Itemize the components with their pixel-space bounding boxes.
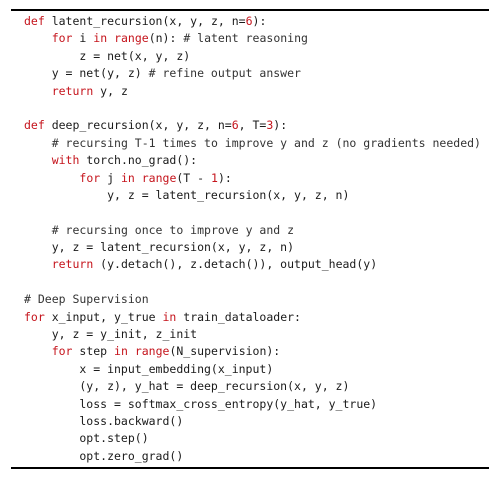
code-token: torch.no_grad(): xyxy=(79,153,198,168)
code-token: ): xyxy=(273,118,288,133)
code-token xyxy=(24,344,52,358)
code-line xyxy=(24,274,481,291)
code-number: 3 xyxy=(266,118,274,133)
code-token: (T - xyxy=(176,170,211,185)
code-keyword: in xyxy=(114,344,128,359)
code-number: 1 xyxy=(211,170,218,185)
code-token: y = net(y, z) xyxy=(24,66,149,81)
code-token: z = net(x, y, z) xyxy=(24,48,191,63)
code-line: def deep_recursion(x, y, z, n=6, T=3): xyxy=(24,117,481,134)
code-line: loss.backward() xyxy=(24,413,481,430)
code-token: opt.zero_grad() xyxy=(24,448,184,463)
code-number: 6 xyxy=(231,118,239,133)
code-builtin: range xyxy=(141,170,177,185)
code-token: x_input, y_true xyxy=(44,309,163,324)
code-token xyxy=(135,171,142,185)
code-token: (y.detach(), z.detach()), output_head(y) xyxy=(93,257,378,272)
code-line: for x_input, y_true in train_dataloader: xyxy=(24,309,481,326)
code-token xyxy=(24,84,52,98)
code-line: for i in range(n): # latent reasoning xyxy=(24,30,481,47)
code-keyword: for xyxy=(79,170,101,185)
code-keyword: in xyxy=(93,31,108,46)
code-line: for j in range(T - 1): xyxy=(24,170,481,187)
code-token: x = input_embedding(x_input) xyxy=(24,361,274,376)
code-keyword: for xyxy=(24,309,45,324)
code-token: (y, z), y_hat = deep_recursion(x, y, z) xyxy=(24,379,350,394)
code-token: ): xyxy=(217,170,232,185)
code-comment: # refine output answer xyxy=(148,66,301,81)
code-token: deep_recursion(x, y, z, n= xyxy=(44,118,232,133)
code-token: step xyxy=(72,344,115,359)
code-token xyxy=(128,344,135,358)
code-keyword: in xyxy=(162,309,177,324)
code-token: y, z xyxy=(93,83,128,98)
code-token: opt.step() xyxy=(24,431,149,446)
code-line: y, z = latent_recursion(x, y, z, n) xyxy=(24,187,481,204)
code-keyword: in xyxy=(120,170,135,185)
code-line: y = net(y, z) # refine output answer xyxy=(24,65,481,82)
code-token: latent_recursion(x, y, z, n= xyxy=(44,14,246,28)
code-token: loss.backward() xyxy=(24,413,184,428)
code-line: x = input_embedding(x_input) xyxy=(24,361,481,378)
code-line: # recursing once to improve y and z xyxy=(24,222,481,239)
code-token: y, z = latent_recursion(x, y, z, n) xyxy=(24,240,295,255)
code-token: y, z = latent_recursion(x, y, z, n) xyxy=(24,187,350,202)
code-line: return (y.detach(), z.detach()), output_… xyxy=(24,256,481,273)
code-keyword: def xyxy=(24,14,45,28)
code-keyword: return xyxy=(51,83,94,98)
code-line: y, z = y_init, z_init xyxy=(24,326,481,343)
code-line xyxy=(24,204,481,221)
bottom-rule xyxy=(11,467,489,469)
top-rule xyxy=(11,9,489,11)
code-line: opt.step() xyxy=(24,430,481,447)
code-line: z = net(x, y, z) xyxy=(24,48,481,65)
code-line: with torch.no_grad(): xyxy=(24,152,481,169)
code-keyword: with xyxy=(51,153,80,168)
code-builtin: range xyxy=(134,344,170,359)
code-line: def latent_recursion(x, y, z, n=6): xyxy=(24,13,481,30)
code-line: (y, z), y_hat = deep_recursion(x, y, z) xyxy=(24,378,481,395)
code-token xyxy=(24,153,52,167)
code-token: i xyxy=(72,31,94,46)
code-keyword: for xyxy=(51,344,73,359)
code-token: loss = softmax_cross_entropy(y_hat, y_tr… xyxy=(24,396,378,411)
code-keyword: def xyxy=(24,118,45,133)
code-comment: # recursing T-1 times to improve y and z… xyxy=(51,135,481,150)
code-comment: # Deep Supervision xyxy=(24,292,149,307)
code-keyword: for xyxy=(51,31,73,46)
code-token: , T= xyxy=(238,118,267,133)
code-builtin: range xyxy=(114,31,149,46)
code-line: return y, z xyxy=(24,83,481,100)
code-token xyxy=(24,223,52,237)
code-comment: # latent reasoning xyxy=(183,31,308,46)
code-listing: def latent_recursion(x, y, z, n=6): for … xyxy=(24,13,481,465)
code-number: 6 xyxy=(245,14,253,28)
code-line: y, z = latent_recursion(x, y, z, n) xyxy=(24,239,481,256)
code-token: (N_supervision): xyxy=(169,344,281,359)
code-token xyxy=(24,257,52,271)
code-token: j xyxy=(100,170,121,185)
code-comment: # recursing once to improve y and z xyxy=(51,222,295,237)
code-token xyxy=(24,171,79,185)
code-keyword: return xyxy=(51,257,94,272)
code-line: opt.zero_grad() xyxy=(24,448,481,465)
code-token xyxy=(24,136,52,150)
code-token: (n): xyxy=(148,31,184,46)
code-line xyxy=(24,100,481,117)
code-token: train_dataloader: xyxy=(176,309,301,324)
code-line: # Deep Supervision xyxy=(24,291,481,308)
code-line: for step in range(N_supervision): xyxy=(24,343,481,360)
code-line: loss = softmax_cross_entropy(y_hat, y_tr… xyxy=(24,396,481,413)
code-token xyxy=(24,31,52,45)
code-line: # recursing T-1 times to improve y and z… xyxy=(24,135,481,152)
code-token: ): xyxy=(252,14,267,28)
code-token: y, z = y_init, z_init xyxy=(24,327,198,342)
